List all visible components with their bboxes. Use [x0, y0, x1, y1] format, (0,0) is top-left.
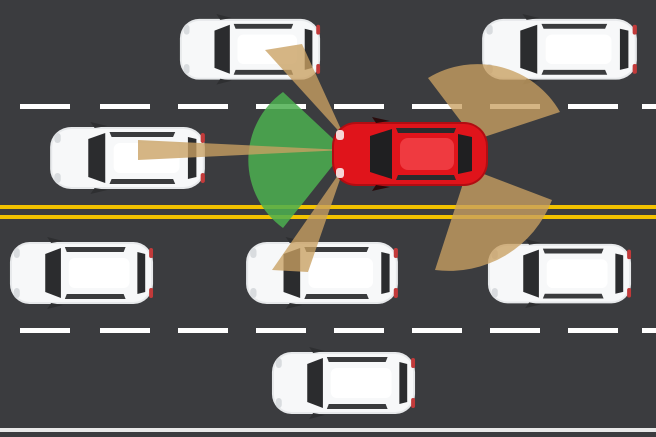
traffic-car: [246, 237, 398, 309]
traffic-car: [271, 347, 416, 419]
ego-car: [332, 117, 488, 191]
front-upper-sensor-beam: [265, 44, 345, 138]
traffic-car: [50, 122, 205, 194]
rear-left-sensor-zone: [435, 168, 552, 271]
front-lower-sensor-beam: [272, 165, 345, 272]
lower-lane-marking: [20, 328, 656, 333]
sensor-zones: [138, 44, 560, 272]
front-long-sensor-beam: [138, 140, 345, 160]
traffic-car: [9, 237, 154, 309]
front-radar-zone: [248, 92, 345, 228]
road-edge-line: [0, 428, 656, 432]
rear-right-sensor-zone: [428, 64, 560, 140]
